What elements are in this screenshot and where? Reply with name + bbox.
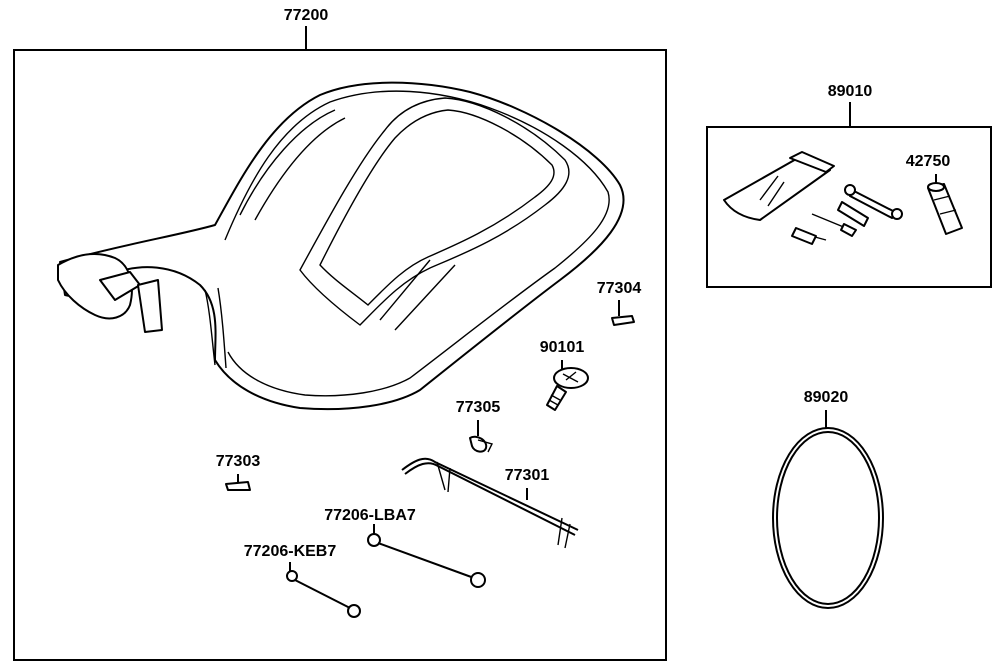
screwdriver-tool (811, 213, 857, 237)
label-spring-77305: 77305 (456, 399, 501, 416)
socket-tool (837, 201, 869, 227)
clip-77304 (611, 315, 635, 326)
label-seat-assy: 77200 (284, 7, 329, 24)
plate-77303 (225, 481, 251, 491)
spring-77305 (469, 435, 494, 453)
label-tool-kit: 89010 (828, 83, 873, 100)
label-cable-lba7: 77206-LBA7 (324, 507, 416, 524)
cable-77206-keb7 (286, 570, 361, 618)
label-plate-77303: 77303 (216, 453, 261, 470)
wrench-tool (844, 184, 903, 220)
seat-body (57, 81, 625, 411)
handle-tool (791, 227, 827, 245)
rod-77301 (401, 457, 579, 549)
label-rod-77301: 77301 (505, 467, 550, 484)
label-o-ring: 89020 (804, 389, 849, 406)
bolt-90101 (546, 367, 589, 411)
spark-plug-wrench (927, 182, 963, 235)
label-bolt: 90101 (540, 339, 585, 356)
label-cable-keb7: 77206-KEB7 (244, 543, 337, 560)
label-spark-plug-wrench: 42750 (906, 153, 951, 170)
label-clip-77304: 77304 (597, 280, 642, 297)
o-ring-89020 (772, 427, 884, 609)
cable-77206-lba7 (367, 533, 486, 588)
seat-assy-frame (13, 49, 667, 661)
tool-pouch (723, 151, 835, 221)
